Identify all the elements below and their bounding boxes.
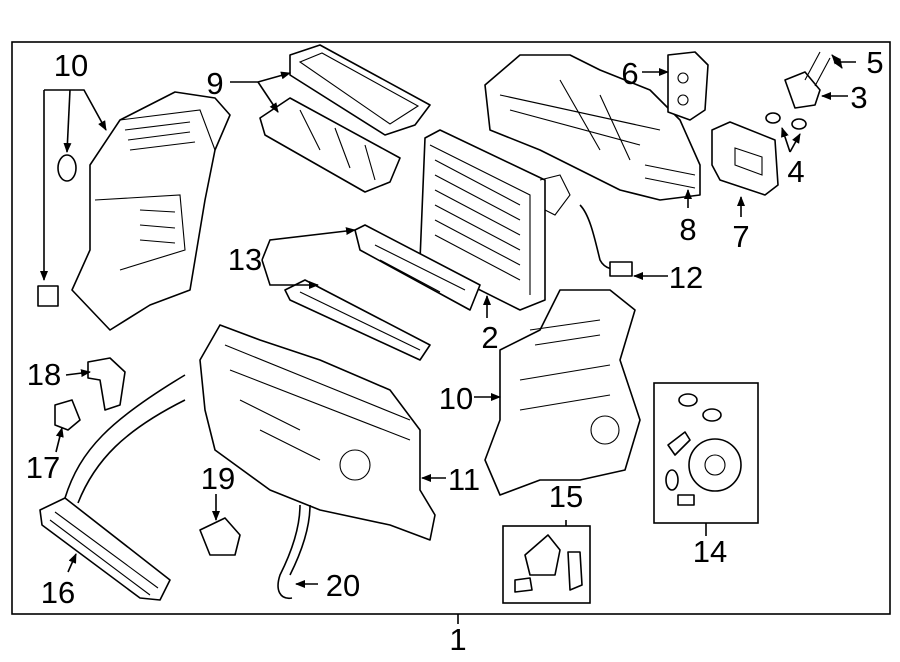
callout-16: 16 [41, 575, 75, 610]
part-10-lower-case [484, 289, 641, 496]
callout-17: 17 [26, 450, 60, 485]
part-4-seals [765, 112, 807, 130]
leader-lines [40, 54, 856, 588]
callout-7: 7 [732, 219, 749, 254]
callout-10-upper: 10 [54, 48, 88, 83]
part-18-bracket [87, 357, 126, 411]
callout-15: 15 [549, 479, 583, 514]
callout-2: 2 [481, 320, 498, 355]
callout-14: 14 [693, 534, 727, 569]
part-7-gasket [711, 121, 779, 196]
part-12-harness [579, 204, 633, 277]
part-10-upper-case [37, 91, 231, 331]
callout-8: 8 [679, 212, 696, 247]
callout-18: 18 [27, 357, 61, 392]
callout-6: 6 [621, 56, 638, 91]
callout-19: 19 [201, 461, 235, 496]
part-17-clip [54, 399, 81, 431]
part-16-heater-core [39, 374, 186, 601]
callout-13: 13 [228, 242, 262, 277]
part-15-inset [502, 525, 591, 604]
part-19-fitting [199, 517, 241, 556]
part-20-drain-hose [277, 504, 311, 600]
callout-10-lower: 10 [439, 381, 473, 416]
callout-1: 1 [449, 622, 466, 657]
part-8-upper-housing [484, 54, 701, 201]
part-3-actuator [784, 51, 831, 109]
callout-9: 9 [206, 66, 223, 101]
callout-5: 5 [866, 45, 883, 80]
assembly-frame [11, 41, 891, 615]
part-15-module [514, 534, 583, 593]
part-11-main-case [199, 324, 436, 541]
callout-11: 11 [448, 462, 480, 497]
part-14-blower-parts [665, 393, 742, 506]
part-2-evaporator [419, 129, 571, 311]
part-6-cover [667, 51, 709, 121]
part-13-doors [284, 224, 481, 361]
part-9-filters [259, 44, 431, 193]
callout-3: 3 [850, 80, 867, 115]
callout-20: 20 [326, 568, 360, 603]
callout-12: 12 [669, 260, 703, 295]
callout-4: 4 [787, 154, 804, 189]
